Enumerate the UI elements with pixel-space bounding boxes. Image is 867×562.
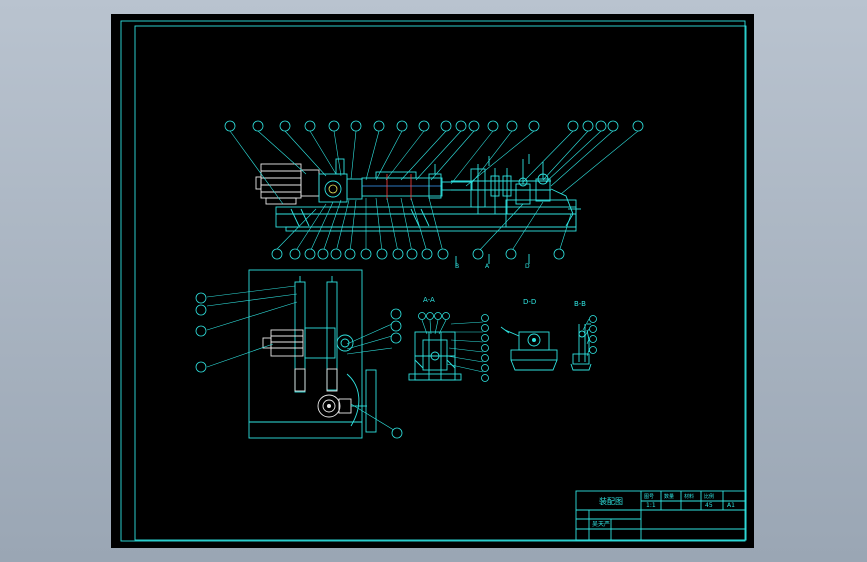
- marker-d: D: [525, 263, 530, 270]
- part-balloons-top: [224, 120, 644, 132]
- section-markers: B A D: [455, 154, 530, 270]
- scale-value: 1:1: [646, 502, 656, 509]
- title-block: 装配图 图号 数量 材料 比例 1:1 45 A1 吴天严: [575, 490, 747, 541]
- section-a-label: A-A: [423, 296, 435, 304]
- marker-a: A: [485, 263, 490, 270]
- side-view: [195, 269, 403, 439]
- leader-lines-bottom: [276, 197, 572, 253]
- designer-name: 吴天严: [592, 521, 610, 528]
- head-cell-4: 比例: [704, 493, 714, 500]
- drawing-sheet: B A D: [111, 14, 754, 548]
- motor: [255, 163, 320, 205]
- outer-border: [120, 20, 746, 542]
- material-value: 45: [705, 502, 713, 509]
- head-cell-3: 材料: [684, 493, 694, 500]
- section-b-label: B-B: [574, 300, 586, 308]
- main-assembly-view: [255, 158, 581, 232]
- marker-b: B: [455, 263, 459, 270]
- part-balloons-bottom: [271, 248, 565, 260]
- section-a-view: A-A: [408, 296, 489, 382]
- section-d-label: D-D: [523, 298, 536, 306]
- inner-border: [134, 25, 747, 541]
- section-b-view: B-B: [570, 300, 597, 371]
- head-cell-2: 数量: [664, 493, 674, 500]
- sheet-size-value: A1: [727, 502, 735, 509]
- section-d-view: D-D: [500, 298, 558, 371]
- leader-lines-top: [229, 130, 639, 205]
- title-text: 装配图: [599, 496, 623, 506]
- assembly-drawing: B A D: [120, 20, 747, 542]
- head-cell-1: 图号: [644, 494, 654, 500]
